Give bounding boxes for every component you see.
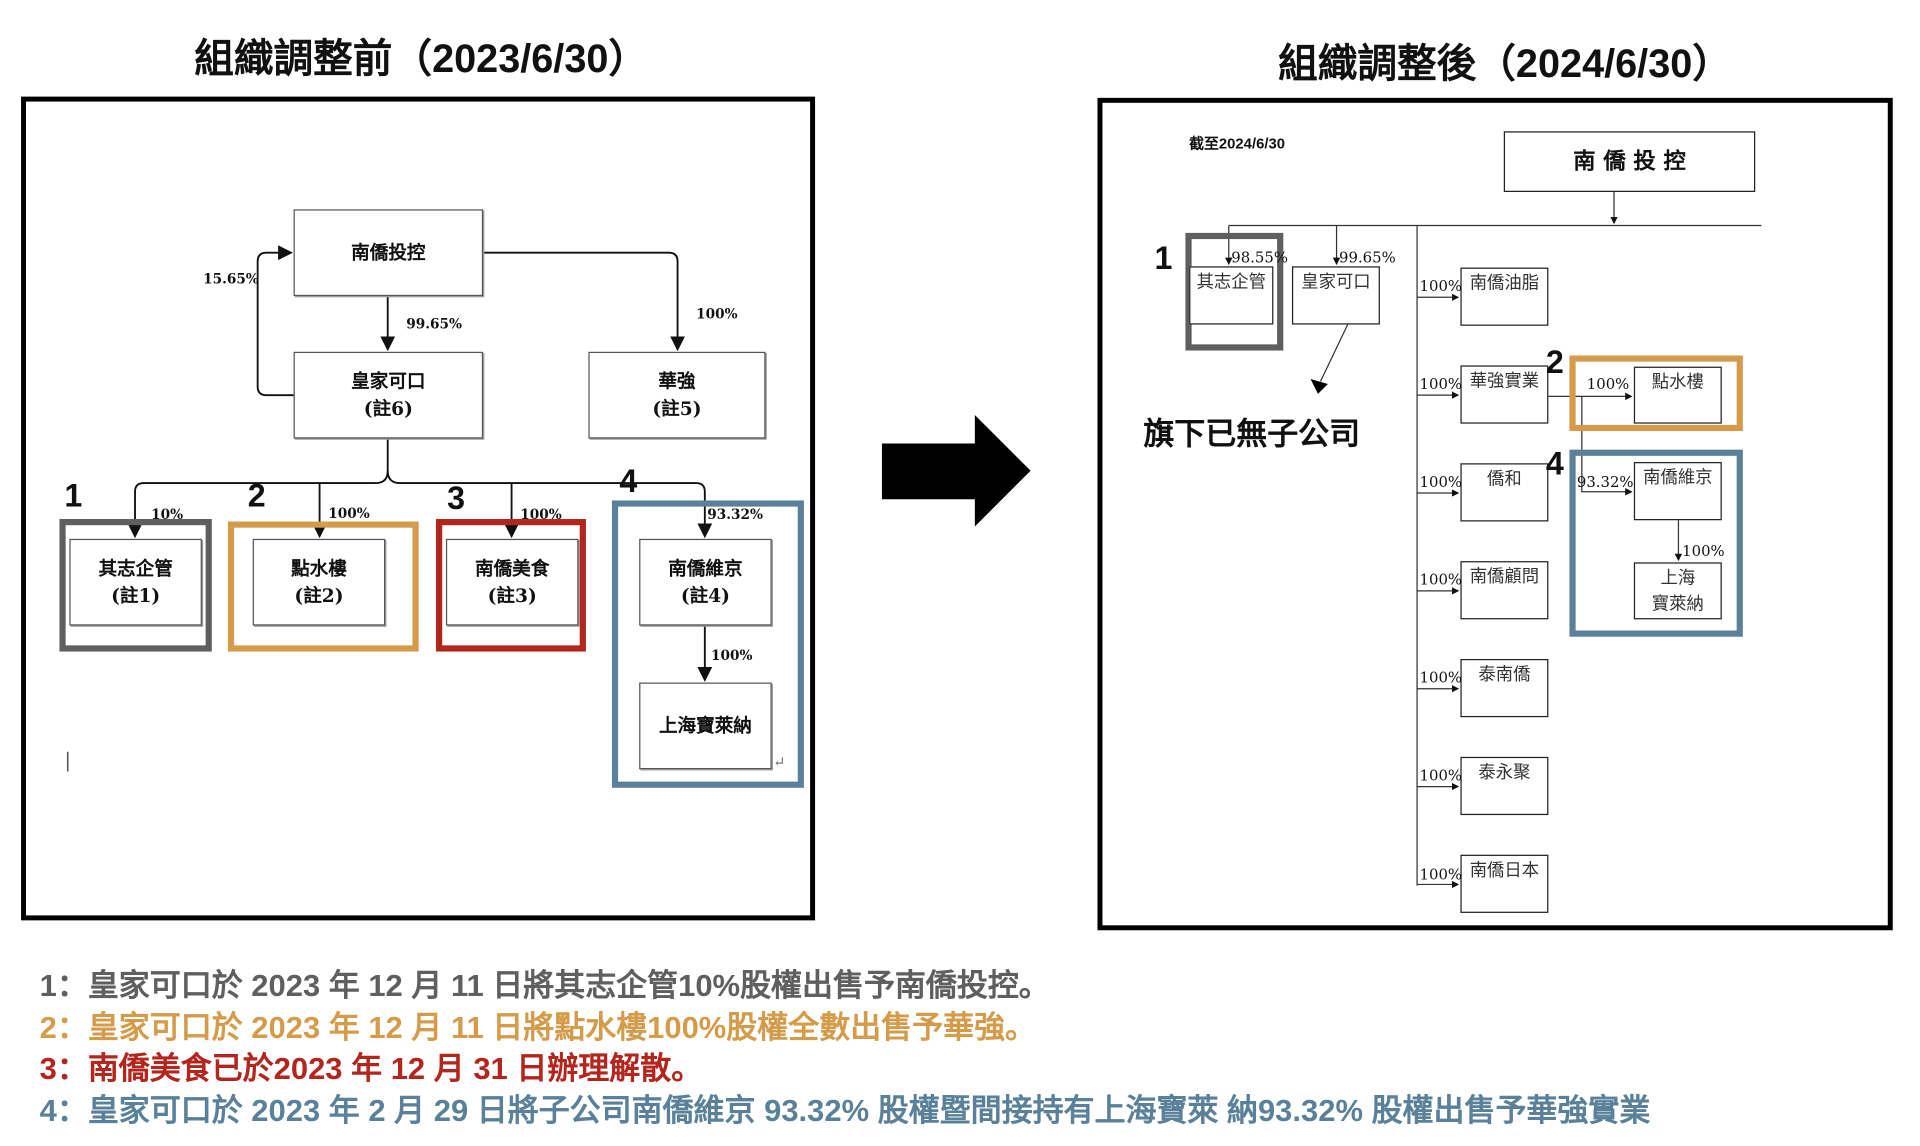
pct-label: 100% bbox=[1419, 571, 1463, 589]
as-of-date: 截至2024/6/30 bbox=[1189, 135, 1286, 153]
highlight-1-after bbox=[1185, 232, 1284, 351]
box-label: 南僑投控 bbox=[351, 241, 426, 264]
pct-label: 100% bbox=[1419, 766, 1463, 785]
box-label: 南僑維京 bbox=[668, 557, 743, 580]
box-shanghai-after: 上海寶萊納 bbox=[1633, 562, 1722, 620]
footnote-4: 4：皇家可口於 2023 年 2 月 29 日將子公司南僑維京 93.32% 股… bbox=[39, 1093, 1651, 1129]
box-label: 皇家可口 bbox=[351, 370, 426, 393]
box-note: (註1) bbox=[111, 584, 161, 607]
highlight-2 bbox=[227, 521, 419, 652]
box-shanghai: 上海寶萊納 bbox=[639, 682, 772, 770]
marker-4-after: 4 bbox=[1545, 444, 1564, 482]
box-note: (註4) bbox=[680, 584, 730, 607]
box-dianshuilou-after: 點水樓 bbox=[1633, 366, 1722, 424]
pct-label: 15.65% bbox=[203, 271, 259, 288]
box-holding-after: 南 僑 投 控 bbox=[1503, 131, 1756, 192]
box-child: 華強實業 bbox=[1460, 365, 1549, 424]
pct-label: 98.55% bbox=[1231, 248, 1288, 267]
box-dianshuilou: 點水樓 (註2) bbox=[252, 538, 386, 626]
box-label: 上海 bbox=[1660, 568, 1696, 589]
pct-label: 100% bbox=[1419, 668, 1463, 687]
transition-arrow-icon bbox=[881, 414, 1031, 527]
pct-label: 100% bbox=[1586, 375, 1630, 393]
after-panel bbox=[1097, 97, 1893, 931]
highlight-2-after bbox=[1569, 355, 1743, 432]
highlight-1 bbox=[59, 519, 212, 652]
pct-label: 100% bbox=[328, 505, 370, 522]
box-label: 華強 bbox=[658, 370, 696, 393]
marker-2-after: 2 bbox=[1545, 343, 1564, 381]
footnote-2: 2：皇家可口於 2023 年 12 月 11 日將點水樓100%股權全數出售予華… bbox=[39, 1010, 1037, 1046]
box-meishi: 南僑美食 (註3) bbox=[445, 538, 579, 626]
pct-label: 100% bbox=[1419, 865, 1463, 884]
footnote-3: 3：南僑美食已於2023 年 12 月 31 日辦理解散。 bbox=[39, 1051, 703, 1087]
box-note: (註2) bbox=[294, 584, 344, 607]
pct-label: 93.32% bbox=[707, 506, 763, 523]
return-mark: ↵ bbox=[772, 753, 786, 771]
box-royal-after: 皇家可口 bbox=[1291, 266, 1380, 325]
highlight-4-after bbox=[1569, 449, 1743, 637]
no-subsidiary-label: 旗下已無子公司 bbox=[1143, 417, 1361, 453]
box-child: 僑和 bbox=[1460, 463, 1549, 522]
box-label: 其志企管 bbox=[98, 557, 173, 580]
box-child: 南僑顧問 bbox=[1460, 561, 1549, 620]
box-weijing-after: 南僑維京 bbox=[1633, 462, 1722, 521]
box-weijing: 南僑維京 (註4) bbox=[639, 538, 772, 626]
box-label: 上海寶萊納 bbox=[658, 714, 752, 738]
title-before: 組織調整前（2023/6/30） bbox=[194, 35, 649, 81]
highlight-3 bbox=[436, 519, 586, 652]
pct-label: 100% bbox=[1419, 277, 1463, 295]
box-label: 寶萊納 bbox=[1651, 594, 1704, 615]
footnote-1: 1：皇家可口於 2023 年 12 月 11 日將其志企管10%股權出售予南僑投… bbox=[39, 968, 1050, 1004]
pct-label: 99.65% bbox=[406, 315, 462, 332]
text-cursor: | bbox=[64, 748, 72, 772]
pct-label: 100% bbox=[1682, 542, 1725, 560]
box-note: (註6) bbox=[363, 397, 413, 420]
box-note: (註3) bbox=[487, 584, 537, 607]
box-royal: 皇家可口 (註6) bbox=[293, 351, 484, 439]
before-panel bbox=[21, 96, 816, 921]
pct-label: 99.65% bbox=[1339, 248, 1396, 267]
marker-3: 3 bbox=[447, 479, 466, 517]
highlight-4 bbox=[611, 500, 804, 788]
pct-label: 10% bbox=[151, 506, 184, 523]
box-note: (註5) bbox=[652, 397, 702, 420]
marker-1-after: 1 bbox=[1154, 239, 1173, 277]
marker-2: 2 bbox=[247, 476, 266, 515]
box-qizhi: 其志企管 (註1) bbox=[69, 538, 202, 626]
box-child: 南僑日本 bbox=[1460, 854, 1549, 913]
pct-label: 100% bbox=[520, 506, 562, 523]
box-holding: 南僑投控 bbox=[293, 209, 484, 297]
pct-label: 100% bbox=[696, 305, 738, 323]
box-child: 南僑油脂 bbox=[1460, 267, 1549, 326]
box-label: 南僑美食 bbox=[475, 557, 550, 580]
box-child: 泰永聚 bbox=[1460, 756, 1549, 816]
pct-label: 93.32% bbox=[1576, 473, 1634, 491]
box-qizhi-after: 其志企管 bbox=[1189, 266, 1274, 325]
pct-label: 100% bbox=[711, 647, 753, 664]
box-huaqiang: 華強 (註5) bbox=[588, 351, 766, 439]
marker-4: 4 bbox=[619, 462, 638, 500]
pct-label: 100% bbox=[1419, 375, 1463, 393]
box-child: 泰南僑 bbox=[1460, 658, 1549, 718]
marker-1: 1 bbox=[64, 476, 83, 515]
box-label: 點水樓 bbox=[291, 557, 347, 580]
title-after: 組織調整後（2024/6/30） bbox=[1278, 40, 1732, 86]
pct-label: 100% bbox=[1419, 473, 1463, 491]
down-arrow-icon bbox=[1310, 379, 1328, 394]
